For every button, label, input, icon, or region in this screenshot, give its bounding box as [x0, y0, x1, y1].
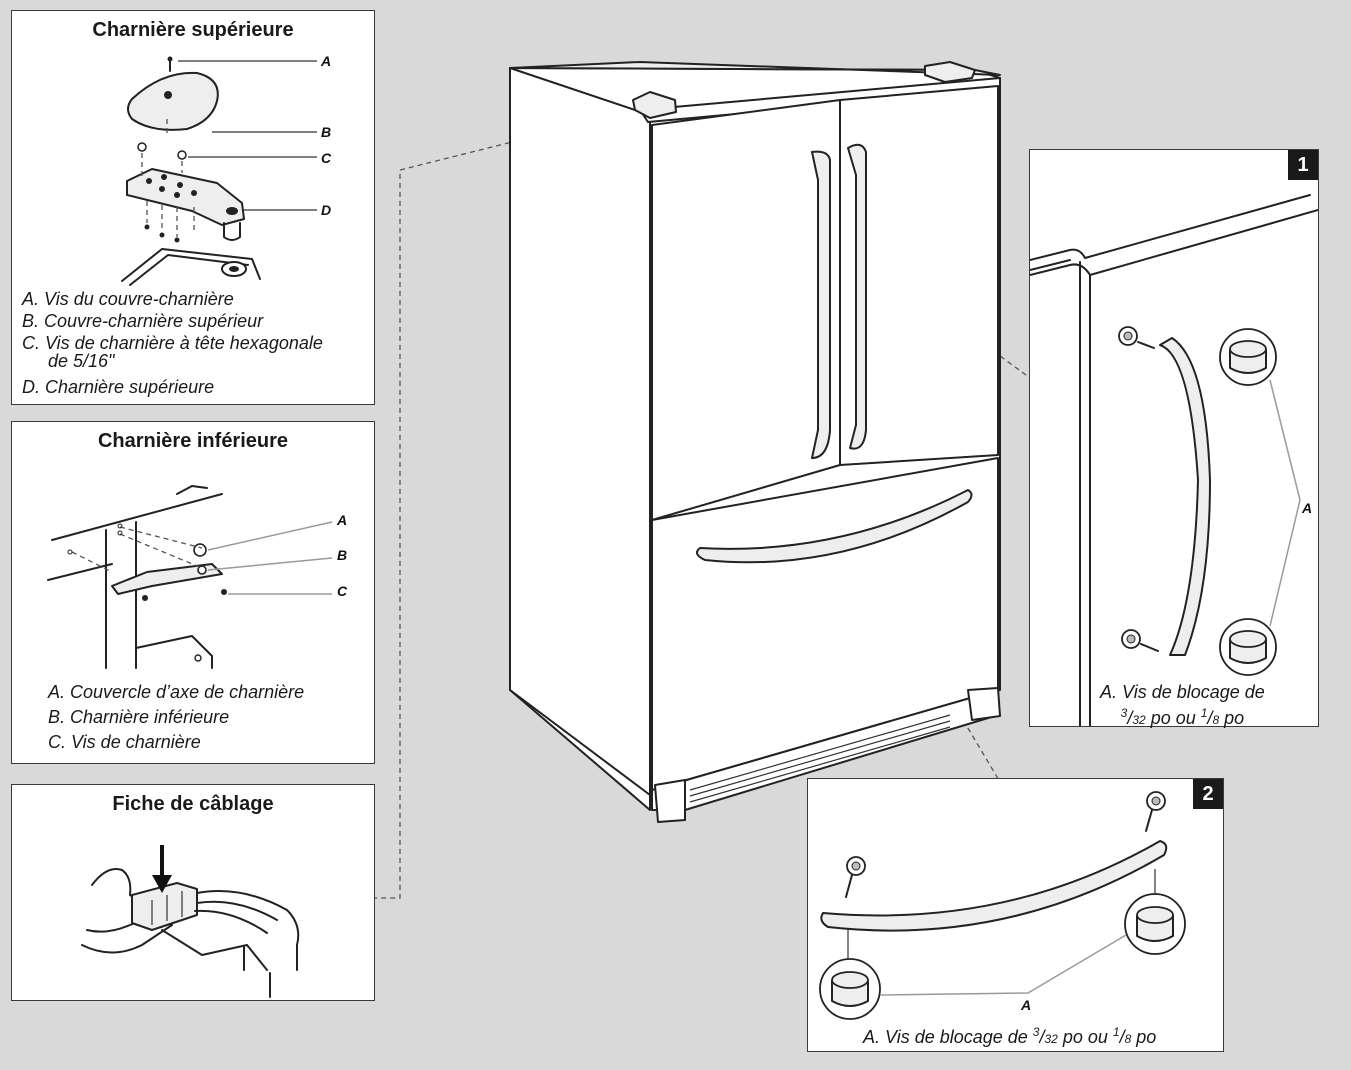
right-hinge-cover [924, 61, 976, 83]
top-hinge-legend-d: D. Charnière supérieure [22, 377, 215, 397]
drawer-handle [695, 489, 973, 564]
left-door-handle [811, 150, 831, 459]
plug-connector [131, 882, 198, 931]
step2-badge: 2 [1193, 779, 1223, 809]
top-hinge-callout-c: C [321, 150, 332, 166]
step1-panel: 1 A A. Vis de blocage de 3/32 po ou 1/8 … [1029, 149, 1319, 728]
left-foot [654, 779, 686, 823]
step2-legend-prefix: A. Vis de blocage de [863, 1027, 1033, 1047]
step1-legend-line1: A. Vis de blocage de [1100, 682, 1265, 702]
fridge-top [509, 61, 1001, 76]
top-hinge-legend-c: C. Vis de charnière à tête hexagonale [22, 333, 323, 353]
step1-callout-a: A [1302, 500, 1313, 516]
step1-illustration [1030, 194, 1318, 726]
wiring-plug-title: Fiche de câblage [112, 793, 274, 815]
step2-drawer-handle [820, 840, 1168, 932]
bottom-hinge-illustration [47, 485, 333, 669]
step2-panel: 2 A A. Vis de blocage de 3/32 po ou 1/8 … [807, 778, 1224, 1052]
bottom-hinge-legend: A. Couvercle d’axe de charnière B. Charn… [48, 680, 304, 755]
step1-legend: A. Vis de blocage de 3/32 po ou 1/8 po [1100, 682, 1265, 731]
bottom-hinge-legend-c: C. Vis de charnière [48, 732, 201, 752]
top-hinge-callout-a: A [321, 53, 332, 69]
top-hinge-panel: Charnière supérieure A B C [11, 10, 375, 405]
step2-illustration [819, 791, 1186, 1020]
fridge-side-panel [509, 67, 651, 796]
top-hinge-callout-b: B [321, 124, 332, 140]
bottom-hinge-panel: Charnière inférieure A B C A. Couvercle … [11, 421, 375, 764]
right-door-handle [847, 143, 867, 450]
bottom-hinge-callout-c: C [337, 583, 348, 599]
top-hinge-legend: A. Vis du couvre-charnière B. Couvre-cha… [22, 288, 323, 398]
top-hinge-legend-c2: de 5/16" [48, 351, 115, 371]
bottom-hinge-callout-a: A [337, 512, 348, 528]
left-hinge-cover [632, 91, 677, 119]
bottom-hinge-legend-b: B. Charnière inférieure [48, 707, 230, 727]
right-foot [967, 687, 1001, 721]
wiring-plug-illustration [81, 845, 300, 998]
hinge-cover-shape [127, 71, 219, 131]
top-hinge-legend-a: A. Vis du couvre-charnière [22, 289, 234, 309]
pin-cover [193, 543, 207, 557]
step1-legend-line2: 3/32 po ou 1/8 po [1120, 706, 1245, 728]
step1-badge: 1 [1288, 150, 1318, 180]
top-hinge-illustration [121, 56, 317, 286]
step1-door-handle [1159, 337, 1211, 656]
top-hinge-legend-b: B. Couvre-charnière supérieur [22, 311, 264, 331]
fridge-top-edge [639, 77, 1001, 123]
grille-vents [689, 714, 951, 803]
bottom-hinge-bracket [111, 563, 223, 595]
step2-callout-a: A [1021, 997, 1032, 1013]
bottom-hinge-callout-b: B [337, 547, 348, 563]
hinge-plate-shape [126, 168, 245, 226]
right-door [839, 85, 999, 466]
bottom-hinge-legend-a: A. Couvercle d’axe de charnière [48, 682, 305, 702]
push-arrow-icon [152, 845, 172, 893]
step2-legend: A. Vis de blocage de 3/32 po ou 1/8 po [863, 1025, 1157, 1047]
top-hinge-callout-d: D [321, 202, 332, 218]
bottom-hinge-title: Charnière inférieure [97, 430, 289, 452]
wiring-plug-panel: Fiche de câblage [11, 784, 375, 1001]
base-grille [651, 689, 999, 811]
top-hinge-title: Charnière supérieure [92, 19, 294, 41]
